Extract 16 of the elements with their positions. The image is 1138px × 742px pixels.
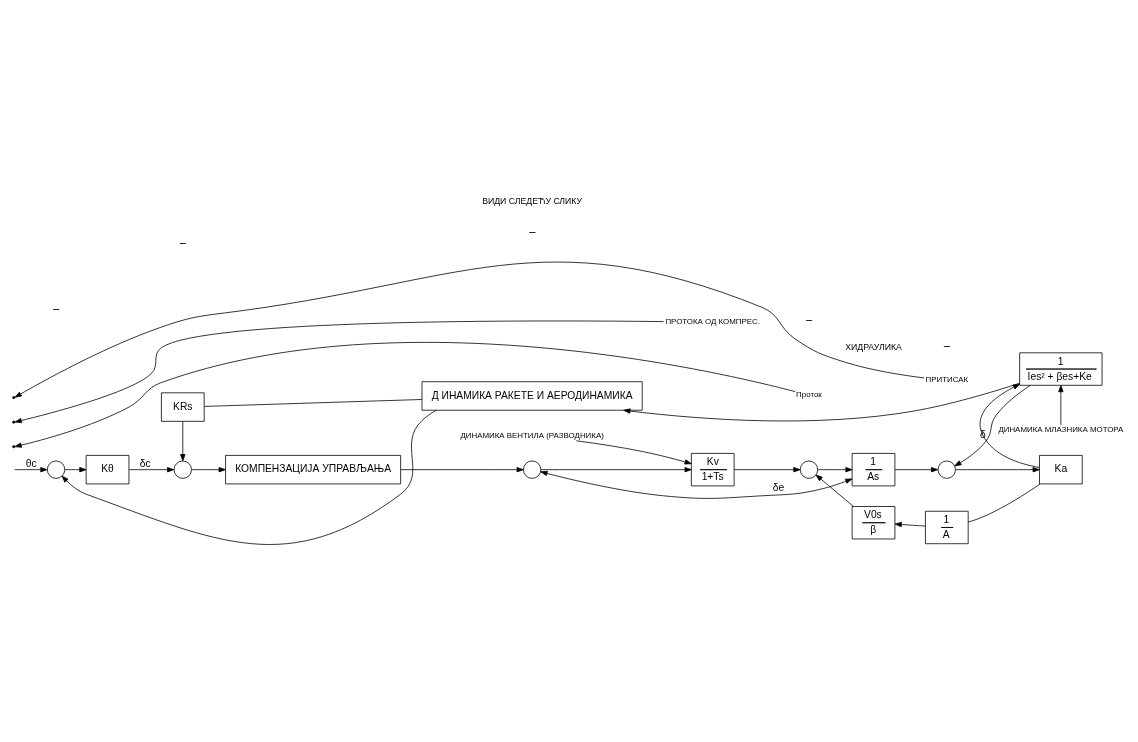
node-text: ДИНАМИКА ВЕНТИЛА (РАЗВОДНИКА) (460, 430, 604, 440)
label: ВИДИ СЛЕДЕЋУ СЛИКУ (482, 196, 583, 207)
node-text: Проток (796, 390, 822, 400)
edge-label: δ (979, 429, 986, 441)
node-text: ПРИТИСАК (925, 375, 969, 385)
edge-label: δc (139, 457, 151, 469)
label: − (805, 314, 813, 329)
label: − (943, 339, 951, 354)
node-text: ДИНАМИКА МЛАЗНИКА МОТОРА (998, 425, 1124, 435)
label: − (528, 225, 536, 240)
edge-label: δe (772, 482, 785, 494)
label: − (179, 236, 187, 251)
edge-label: θc (25, 457, 37, 469)
node-text: ПРОТОКА ОД КОМПРЕС. (665, 317, 760, 327)
label: ХИДРАУЛИКА (845, 341, 902, 352)
label: − (52, 303, 60, 318)
